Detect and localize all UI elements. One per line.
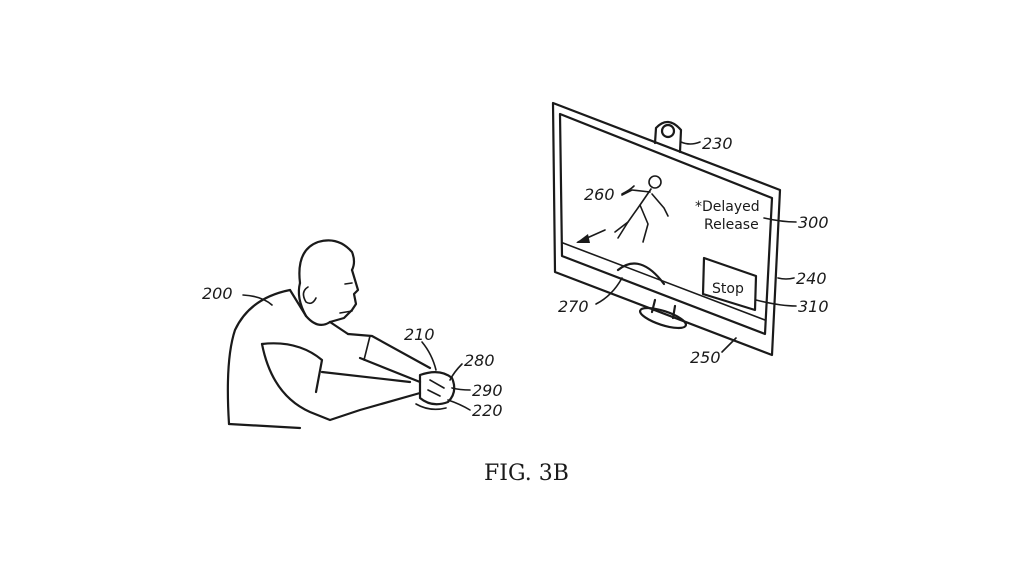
person-eye: [344, 282, 353, 285]
figure-caption: FIG. 3B: [484, 461, 569, 486]
person-back: [226, 288, 292, 426]
user-person: [226, 239, 456, 430]
person-far-sleeve: [363, 335, 371, 361]
person-far-arm: [346, 332, 432, 384]
person-hair: [298, 239, 356, 285]
ref-250: 250: [690, 348, 721, 367]
person-near-arm: [260, 342, 422, 422]
ref-200: 200: [202, 284, 233, 303]
stop-button: [701, 256, 758, 312]
monitor-outer-frame: [551, 101, 782, 357]
ref-290: 290: [472, 381, 503, 400]
ref-210: 210: [404, 325, 435, 344]
monitor-stand-base: [638, 306, 688, 330]
running-character: [614, 175, 669, 243]
display-monitor: Stop *Delayed Release: [551, 101, 782, 357]
person-collar: [288, 288, 350, 336]
leader-lines: [242, 141, 797, 411]
monitor-inner-screen: [558, 112, 774, 336]
ref-280: 280: [464, 351, 495, 370]
stop-button-label: Stop: [712, 281, 744, 297]
camera: [653, 120, 683, 154]
person-shirt-bottom: [227, 422, 302, 430]
person-near-forearm: [320, 370, 412, 384]
ref-310: 310: [798, 297, 829, 316]
target-zone-dome: [616, 262, 666, 286]
person-face: [328, 268, 360, 324]
person-ear: [302, 286, 317, 305]
monitor-stand-neck: [650, 298, 677, 320]
delayed-release-line1: *Delayed: [695, 199, 760, 215]
ref-230: 230: [702, 134, 733, 153]
person-mouth: [339, 310, 353, 314]
ref-240: 240: [796, 269, 827, 288]
delayed-release-line2: Release: [704, 217, 759, 233]
ref-300: 300: [798, 213, 829, 232]
ref-220: 220: [472, 401, 503, 420]
reference-numerals: 200 210 280 290 220 230 260 300 240 310 …: [202, 134, 829, 420]
direction-arrow: [576, 229, 606, 243]
ref-260: 260: [584, 185, 615, 204]
ref-270: 270: [558, 297, 589, 316]
screen-bottom-band: [562, 242, 766, 321]
person-neck: [297, 281, 332, 327]
person-near-sleeve: [260, 342, 324, 394]
game-controller: [415, 371, 456, 411]
